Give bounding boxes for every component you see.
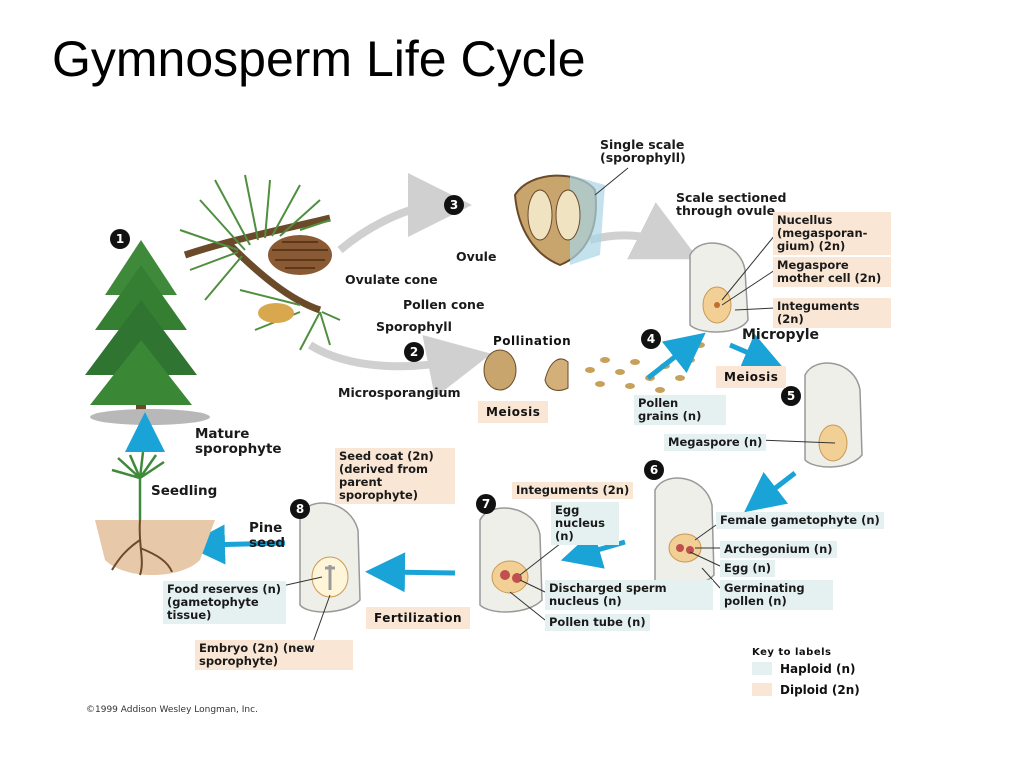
label-integuments-top: Integuments (2n) <box>773 298 891 328</box>
blue-arrow <box>185 524 286 565</box>
label-megaspore-mother-cell: Megaspore mother cell (2n) <box>773 257 891 287</box>
stage-fertilization: Fertilization <box>366 607 471 629</box>
step-1-marker: 1 <box>110 229 130 249</box>
pine-tree-icon <box>85 240 210 425</box>
label-pollen-tube: Pollen tube (n) <box>545 614 650 631</box>
step-2-marker: 2 <box>404 342 424 362</box>
pine-branch-icon <box>179 174 341 351</box>
label-embryo: Embryo (2n) (new sporophyte) <box>195 640 353 670</box>
label-pollen-grains: Pollen grains (n) <box>634 395 726 425</box>
label-pine-seed: Pine seed <box>249 520 286 551</box>
step-4-marker: 4 <box>641 329 661 349</box>
seedling-icon <box>95 451 215 576</box>
stage-meiosis-2: Meiosis <box>716 366 787 388</box>
label-ovule: Ovule <box>456 249 497 264</box>
step-5-marker: 5 <box>781 386 801 406</box>
key-title: Key to labels <box>752 647 832 658</box>
key-haploid-label: Haploid (n) <box>780 662 856 676</box>
label-ovulate-cone: Ovulate cone <box>345 272 438 287</box>
page-title: Gymnosperm Life Cycle <box>52 31 586 87</box>
ovule-section-icon <box>479 507 543 613</box>
blue-arrow <box>646 332 706 380</box>
label-egg-nucleus: Egg nucleus (n) <box>551 502 619 545</box>
label-discharged-sperm: Discharged sperm nucleus (n) <box>545 580 713 610</box>
blue-arrow <box>744 471 797 513</box>
key-diploid-swatch <box>752 683 772 696</box>
label-archegonium: Archegonium (n) <box>720 541 837 558</box>
label-food-reserves: Food reserves (n) (gametophyte tissue) <box>163 581 286 624</box>
key-haploid-swatch <box>752 662 772 675</box>
label-micropyle: Micropyle <box>742 327 819 343</box>
label-integuments-mid: Integuments (2n) <box>512 482 634 499</box>
grey-arrow <box>588 202 699 260</box>
ovulate-cone-icon <box>268 235 332 275</box>
label-megaspore: Megaspore (n) <box>664 434 767 451</box>
blue-arrow <box>365 552 456 593</box>
label-mature-sporophyte: Mature sporophyte <box>195 426 282 457</box>
step-8-marker: 8 <box>290 499 310 519</box>
pollen-cone-icon <box>258 303 294 323</box>
stage-meiosis-1: Meiosis <box>478 401 549 423</box>
label-scale-sectioned: Scale sectioned through ovule <box>676 190 787 218</box>
label-egg: Egg (n) <box>720 560 776 577</box>
label-sporophyll: Sporophyll <box>376 319 452 334</box>
copyright-notice: ©1999 Addison Wesley Longman, Inc. <box>86 705 258 715</box>
label-seedling: Seedling <box>151 483 218 499</box>
grey-arrow <box>307 334 492 398</box>
label-pollen-cone: Pollen cone <box>403 297 485 312</box>
label-single-scale: Single scale (sporophyll) <box>600 137 686 165</box>
label-germinating-pollen: Germinating pollen (n) <box>720 580 833 610</box>
label-seed-coat: Seed coat (2n) (derived from parent spor… <box>335 448 455 504</box>
label-female-gametophyte: Female gametophyte (n) <box>716 512 884 529</box>
step-3-marker: 3 <box>444 195 464 215</box>
step-6-marker: 6 <box>644 460 664 480</box>
single-scale-icon <box>513 174 605 267</box>
blue-arrow <box>729 333 784 371</box>
grey-arrow <box>337 173 472 254</box>
microsporangium-icon <box>483 349 517 391</box>
key-diploid-label: Diploid (2n) <box>780 683 860 697</box>
step-7-marker: 7 <box>476 494 496 514</box>
label-microsporangium: Microsporangium <box>338 385 461 400</box>
label-nucellus: Nucellus (megasporan-gium) (2n) <box>773 212 891 255</box>
sporophyll-icon <box>544 358 569 391</box>
stage-pollination: Pollination <box>493 334 572 348</box>
